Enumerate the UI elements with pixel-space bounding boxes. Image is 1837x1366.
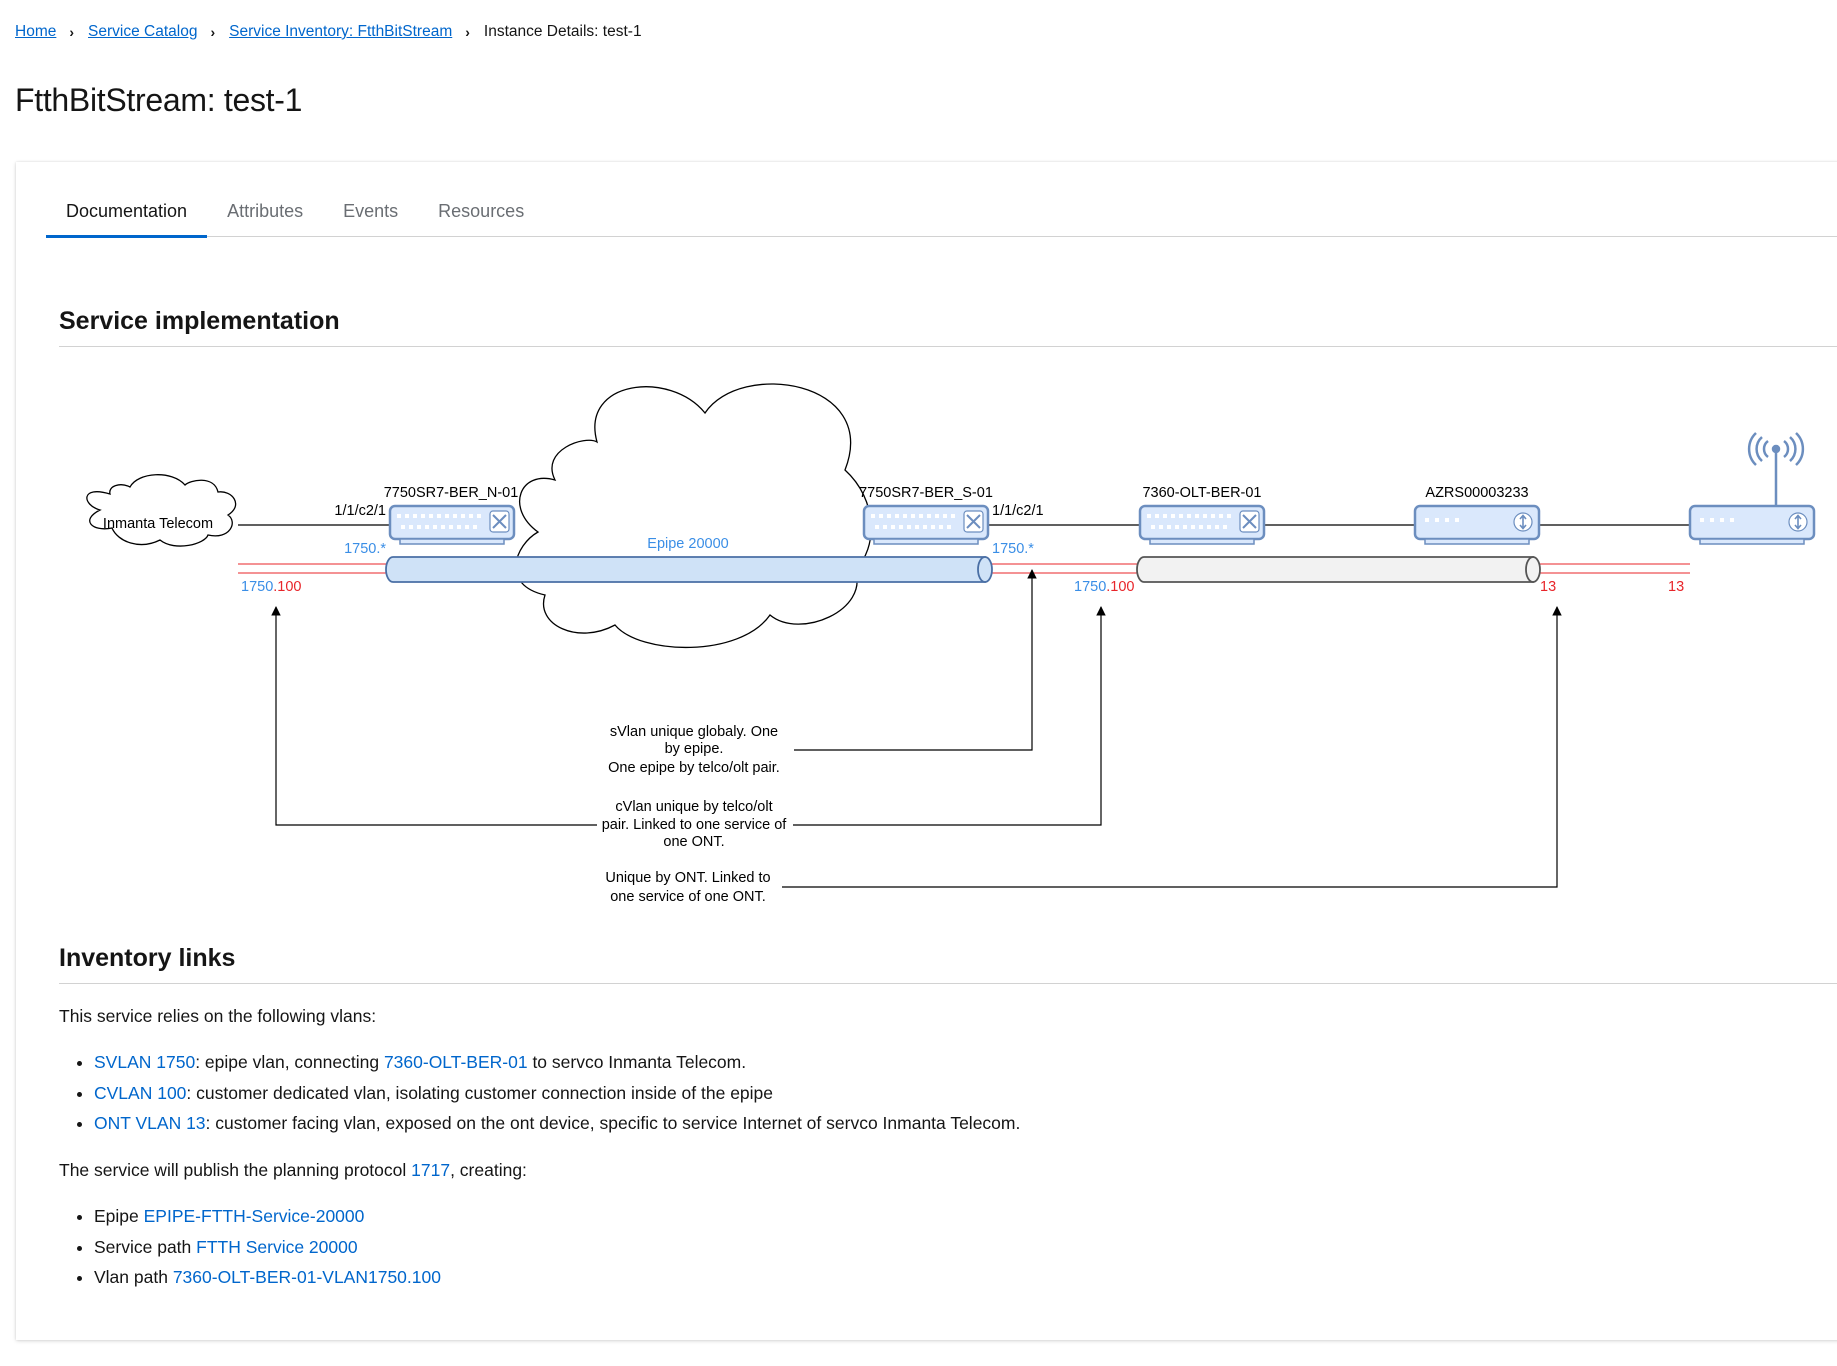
mpls-cloud: [515, 383, 872, 649]
breadcrumb-current: Instance Details: test-1: [483, 23, 642, 40]
list-item: SVLAN 1750: epipe vlan, connecting 7360-…: [94, 1047, 1020, 1078]
note-svlan-line: One epipe by telco/olt pair.: [608, 760, 780, 776]
ont-icon: [1413, 504, 1541, 546]
ont-vlan-label: 13: [1540, 579, 1556, 595]
router-icon: [862, 504, 990, 546]
service-implementation-diagram: Inmanta Telecom 7750SR7-BER_N-01 7750SR7…: [86, 383, 1816, 905]
wifi-antenna-icon: [1747, 432, 1805, 506]
publish-sentence: The service will publish the planning pr…: [59, 1160, 527, 1180]
telco-label: Inmanta Telecom: [103, 516, 213, 532]
list-item: CVLAN 100: customer dedicated vlan, isol…: [94, 1078, 1020, 1109]
chevron-right-icon: ›: [69, 24, 75, 40]
created-resources-list: Epipe EPIPE-FTTH-Service-20000 Service p…: [59, 1201, 441, 1293]
olt-link[interactable]: 7360-OLT-BER-01: [383, 1052, 528, 1072]
svlan-link[interactable]: SVLAN 1750: [94, 1052, 196, 1072]
pe-north-label: 7750SR7-BER_N-01: [384, 485, 519, 501]
olt-label: 7360-OLT-BER-01: [1142, 485, 1261, 501]
epipe-label: Epipe 20000: [647, 536, 728, 552]
note-svlan-line: by epipe.: [665, 741, 724, 757]
list-item: Epipe EPIPE-FTTH-Service-20000: [94, 1201, 441, 1232]
instance-details-card: Documentation Attributes Events Resource…: [16, 162, 1837, 1340]
vlan-list: SVLAN 1750: epipe vlan, connecting 7360-…: [59, 1047, 1020, 1139]
tab-events[interactable]: Events: [343, 201, 399, 221]
note-ont-line: one service of one ONT.: [610, 889, 766, 905]
note-svlan-line: sVlan unique globaly. One: [610, 724, 778, 740]
tab-attributes[interactable]: Attributes: [227, 201, 304, 221]
note-cvlan-line: one ONT.: [663, 834, 724, 850]
epipe-link[interactable]: EPIPE-FTTH-Service-20000: [143, 1206, 365, 1226]
service-path-link[interactable]: FTTH Service 20000: [196, 1236, 358, 1257]
breadcrumb-service-inventory[interactable]: Service Inventory: FtthBitStream: [229, 23, 453, 40]
epipe-tube: [385, 556, 993, 583]
ont-vlan-link[interactable]: ONT VLAN 13: [94, 1113, 206, 1133]
chevron-right-icon: ›: [465, 24, 470, 40]
ont-label: AZRS00003233: [1425, 485, 1528, 501]
vlan-path-link[interactable]: 7360-OLT-BER-01-VLAN1750.100: [172, 1267, 441, 1287]
cpe-icon: [1688, 504, 1816, 546]
list-item: Service path FTTH Service 20000: [94, 1232, 441, 1263]
breadcrumb-service-catalog[interactable]: Service Catalog: [88, 23, 198, 40]
cvlan-link[interactable]: CVLAN 100: [94, 1082, 187, 1103]
list-item: Vlan path 7360-OLT-BER-01-VLAN1750.100: [94, 1262, 441, 1293]
annotation-arrows: [271, 569, 1562, 888]
breadcrumb: Home › Service Catalog › Service Invento…: [15, 23, 642, 41]
section-divider: [59, 346, 1837, 347]
vlan-label-olt: 1750.100: [1074, 579, 1135, 595]
page-title: FtthBitStream: test-1: [15, 82, 303, 118]
note-cvlan-line: pair. Linked to one service of: [602, 817, 788, 833]
vlan-south-label: 1750.*: [992, 541, 1034, 557]
section-title-inventory-links: Inventory links: [59, 944, 236, 972]
port-south-label: 1/1/c2/1: [992, 503, 1044, 519]
vlan-north-label: 1750.*: [344, 541, 386, 557]
vlan-path-tube: [1136, 556, 1541, 583]
pe-south-label: 7750SR7-BER_S-01: [859, 485, 993, 501]
vlan-red-lines: [238, 563, 1690, 574]
vlan-label-telco: 1750.100: [241, 579, 302, 595]
breadcrumb-home[interactable]: Home: [15, 23, 57, 40]
tab-bar: Documentation Attributes Events Resource…: [46, 198, 1837, 238]
cpe-vlan-label: 13: [1668, 579, 1684, 595]
tab-resources[interactable]: Resources: [438, 201, 525, 221]
olt-icon: [1138, 504, 1266, 546]
note-ont-line: Unique by ONT. Linked to: [605, 870, 770, 886]
port-north-label: 1/1/c2/1: [334, 503, 386, 519]
router-icon: [388, 504, 516, 546]
planning-protocol-link[interactable]: 1717: [411, 1160, 451, 1180]
inventory-intro: This service relies on the following vla…: [59, 1006, 377, 1026]
list-item: ONT VLAN 13: customer facing vlan, expos…: [94, 1108, 1020, 1139]
section-divider: [59, 983, 1837, 984]
tab-documentation[interactable]: Documentation: [46, 198, 208, 238]
telco-cloud: [86, 474, 237, 547]
chevron-right-icon: ›: [210, 24, 216, 40]
note-cvlan-line: cVlan unique by telco/olt: [615, 799, 772, 815]
section-title-service-implementation: Service implementation: [59, 307, 340, 335]
